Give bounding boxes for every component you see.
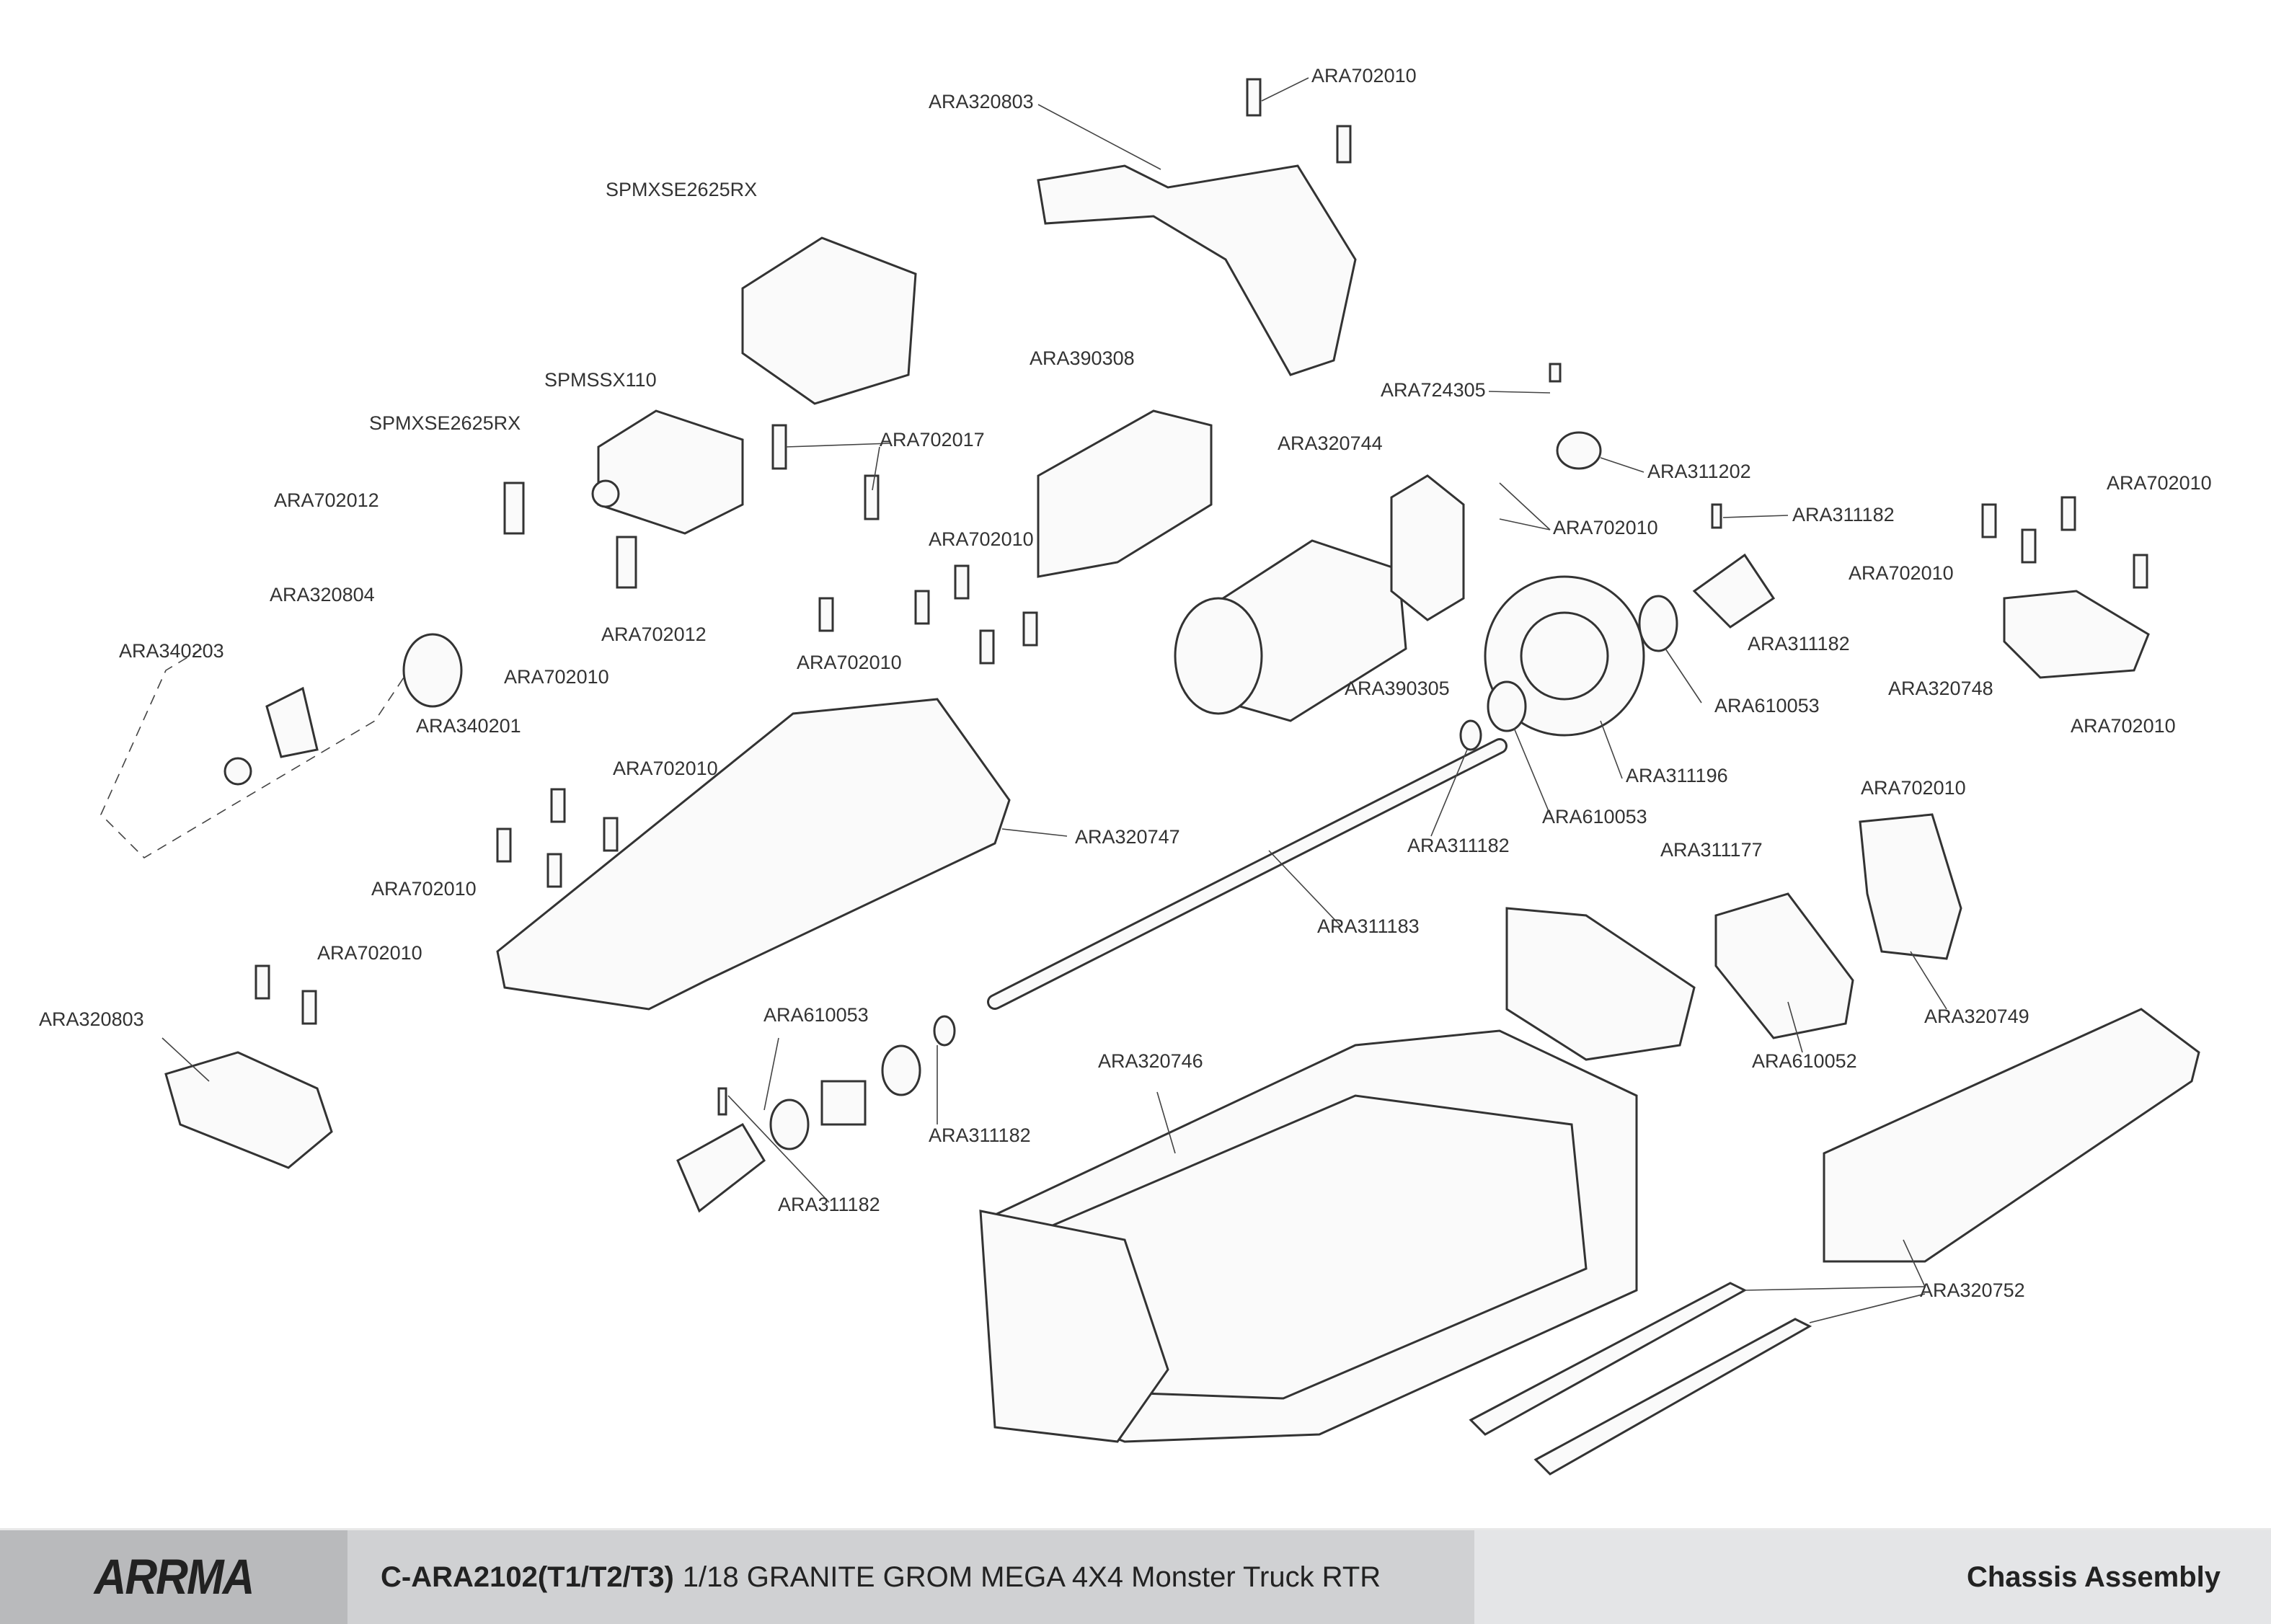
- part-label: ARA702010: [504, 666, 609, 688]
- spring: [223, 757, 252, 786]
- part-number: C-ARA2102(T1/T2/T3): [381, 1561, 674, 1593]
- part-label: ARA311182: [1748, 633, 1850, 655]
- part-label: ARA320803: [929, 91, 1034, 112]
- chassis-front-bulkhead: [1505, 907, 1696, 1061]
- part-label: ARA320752: [1920, 1279, 2025, 1301]
- bumper-mount-top: [1037, 164, 1357, 376]
- part-label: ARA320748: [1888, 678, 1993, 699]
- part-label: ARA311182: [1792, 504, 1895, 525]
- part-label: ARA724305: [1381, 379, 1486, 401]
- servo-spacer: [616, 536, 637, 589]
- servo-box: [597, 409, 744, 535]
- part-label: SPMXSE2625RX: [606, 179, 758, 200]
- part-label: ARA311182: [1407, 835, 1510, 856]
- servo-saver-group-outline: [100, 648, 404, 859]
- model-name: 1/18 GRANITE GROM MEGA 4X4 Monster Truck…: [682, 1561, 1381, 1593]
- bearing: [881, 1044, 921, 1096]
- part-label: ARA702010: [371, 878, 477, 900]
- parts-artwork: [100, 77, 2200, 1476]
- pinion-gear: [1556, 431, 1602, 470]
- part-label: ARA702010: [929, 528, 1034, 550]
- servo-spline: [591, 479, 620, 508]
- part-label: ARA702010: [797, 652, 902, 673]
- brand-logo: ARRMA: [0, 1530, 347, 1624]
- part-label: ARA311196: [1626, 765, 1728, 786]
- part-label: ARA340201: [416, 715, 521, 737]
- leader-lines: [161, 77, 1947, 1323]
- part-label: SPMSSX110: [544, 369, 657, 391]
- shim: [1459, 719, 1482, 751]
- part-label: ARA320749: [1924, 1006, 2029, 1027]
- part-label: ARA702010: [1861, 777, 1966, 799]
- servo-saver-arm: [265, 686, 319, 758]
- part-label: ARA320747: [1075, 826, 1180, 848]
- servo-spacer: [503, 482, 525, 535]
- part-label: ARA311183: [1317, 915, 1420, 937]
- receiver-box: [741, 236, 917, 405]
- part-label: ARA702010: [1311, 65, 1417, 86]
- part-label: ARA610053: [763, 1004, 869, 1026]
- part-label: ARA702017: [880, 429, 985, 451]
- part-label: ARA702010: [317, 942, 422, 964]
- part-label: ARA320744: [1278, 432, 1383, 454]
- part-label: ARA311182: [778, 1194, 880, 1215]
- battery-strap-holder: [1823, 1008, 2200, 1263]
- chassis-rear-bulkhead: [979, 1210, 1169, 1443]
- part-label: ARA311177: [1660, 839, 1763, 861]
- part-label: ARA311182: [929, 1124, 1031, 1146]
- screws: [254, 78, 2148, 1116]
- exploded-parts-diagram: ARA702010 ARA320803 SPMXSE2625RX ARA3903…: [39, 65, 2212, 1476]
- part-label: ARA390308: [1030, 347, 1135, 369]
- bearing: [769, 1099, 810, 1150]
- part-label: ARA610053: [1714, 695, 1820, 716]
- differential: [1714, 892, 1854, 1039]
- motor-plate: [1390, 474, 1465, 621]
- bumper-mount-bottom: [164, 1051, 333, 1169]
- part-label: ARA702010: [2071, 715, 2176, 737]
- section-title: Chassis Assembly: [1474, 1530, 2271, 1624]
- servo-horn: [402, 633, 463, 708]
- part-label: ARA702010: [2107, 472, 2212, 494]
- heatsink: [1037, 409, 1213, 578]
- gear-cover: [1859, 813, 1962, 960]
- bearing: [1487, 680, 1527, 732]
- spacer-tube: [820, 1080, 867, 1126]
- part-label: ARA320746: [1098, 1050, 1203, 1072]
- battery-strap: [1533, 1318, 1812, 1476]
- part-label: ARA340203: [119, 640, 224, 662]
- part-label: ARA390305: [1345, 678, 1450, 699]
- manual-title: C-ARA2102(T1/T2/T3) 1/18 GRANITE GROM ME…: [347, 1530, 1474, 1624]
- pinion-shaft: [1692, 553, 1776, 629]
- part-label: ARA702012: [274, 489, 379, 511]
- part-label: ARA610052: [1752, 1050, 1857, 1072]
- electronics-tray: [496, 698, 1011, 1011]
- footer-bar: ARRMA C-ARA2102(T1/T2/T3) 1/18 GRANITE G…: [0, 1528, 2271, 1624]
- part-label: ARA702010: [1553, 517, 1658, 538]
- shim: [933, 1015, 956, 1047]
- part-label: ARA320803: [39, 1008, 144, 1030]
- part-label: ARA320804: [270, 584, 375, 605]
- part-label: ARA610053: [1542, 806, 1647, 827]
- mount-cover: [2003, 590, 2150, 679]
- part-label: SPMXSE2625RX: [369, 412, 521, 434]
- part-label: ARA702012: [601, 624, 707, 645]
- bearing: [1638, 595, 1678, 652]
- motor-end: [1174, 597, 1263, 715]
- part-label: ARA311202: [1647, 461, 1751, 482]
- logo-text: ARRMA: [94, 1550, 255, 1605]
- rear-pinion: [676, 1122, 766, 1213]
- part-label: ARA702010: [1849, 562, 1954, 584]
- part-label: ARA702010: [613, 758, 718, 779]
